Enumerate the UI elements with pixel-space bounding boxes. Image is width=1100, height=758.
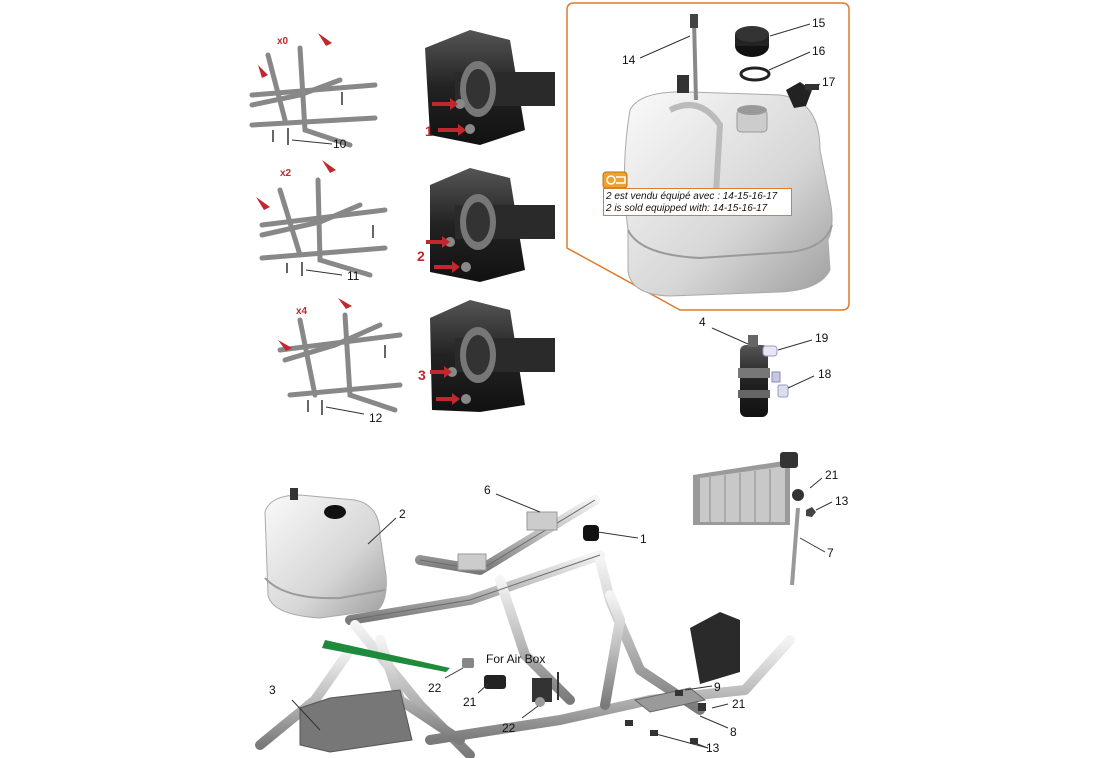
equipment-note: 2 est vendu équipé avec : 14-15-16-17 2 … [603, 188, 792, 216]
callout-14: 14 [622, 53, 636, 67]
callout-10: 10 [333, 137, 347, 151]
bearing-holder-3 [430, 300, 555, 412]
radiator-nut [806, 507, 816, 517]
callout-12: 12 [369, 411, 383, 425]
tank-leader-lines [639, 23, 821, 93]
callout-15: 15 [812, 16, 826, 30]
note-line-french: 2 est vendu équipé avec : 14-15-16-17 [606, 191, 778, 202]
callout-21: 21 [825, 468, 839, 482]
bearing-holder-1 [425, 30, 555, 145]
tank-seal-detail [739, 66, 771, 82]
main-leader-lines [291, 493, 729, 749]
callout-8: 8 [730, 725, 737, 739]
chassis-brackets [457, 511, 740, 684]
pump-clip-detail [762, 345, 778, 357]
frame-detail-1-bolts [272, 92, 343, 145]
radiator-detail [693, 452, 798, 525]
callout-22: 22 [428, 681, 442, 695]
callout-13: 13 [706, 741, 720, 755]
frame-detail-3-bolts [307, 345, 386, 415]
callout-6: 6 [484, 483, 491, 497]
frame-detail-3 [277, 312, 403, 413]
frame-detail-2-bolts [286, 225, 374, 276]
frame-detail-1 [249, 45, 378, 148]
step-number: 1 [425, 123, 433, 139]
callout-21: 21 [463, 695, 477, 709]
callout-4: 4 [699, 315, 706, 329]
chassis-end-cap [583, 525, 599, 541]
info-icon [602, 171, 628, 189]
air-box-label: For Air Box [486, 652, 546, 666]
main-fuel-tank [264, 488, 397, 619]
callout-3: 3 [269, 683, 276, 697]
callout-13: 13 [835, 494, 849, 508]
bearing-holder-2 [426, 168, 555, 282]
callout-11: 11 [347, 269, 360, 283]
air-box-mount-parts [462, 658, 559, 707]
callout-1: 1 [640, 532, 647, 546]
note-line-english: 2 is sold equipped with: 14-15-16-17 [606, 203, 768, 214]
tank-cap-detail [735, 26, 769, 57]
callout-19: 19 [815, 331, 829, 345]
frame-detail-2 [259, 177, 388, 278]
green-arrow [322, 640, 450, 672]
step-number: 2 [417, 248, 425, 264]
callout-22: 22 [502, 721, 516, 735]
radiator-mount-rod [790, 489, 804, 586]
tank-vent-detail [786, 82, 819, 108]
radiator-leader-lines [799, 477, 833, 553]
multiplier-label: x4 [296, 306, 308, 317]
callout-17: 17 [822, 75, 836, 89]
callout-21: 21 [732, 697, 746, 711]
floor-tray [299, 689, 413, 753]
callout-2: 2 [399, 507, 406, 521]
step-number: 3 [418, 367, 426, 383]
pump-leader-lines [777, 339, 815, 389]
callout-18: 18 [818, 367, 832, 381]
callout-7: 7 [827, 546, 834, 560]
fuel-pump-detail [711, 327, 770, 417]
multiplier-label: x0 [277, 36, 289, 47]
tank-detail-frame [566, 2, 850, 311]
front-mount-parts [625, 687, 707, 744]
callout-9: 9 [714, 680, 721, 694]
multiplier-label: x2 [280, 168, 292, 179]
callout-16: 16 [812, 44, 826, 58]
pump-bolt-detail [771, 371, 789, 398]
